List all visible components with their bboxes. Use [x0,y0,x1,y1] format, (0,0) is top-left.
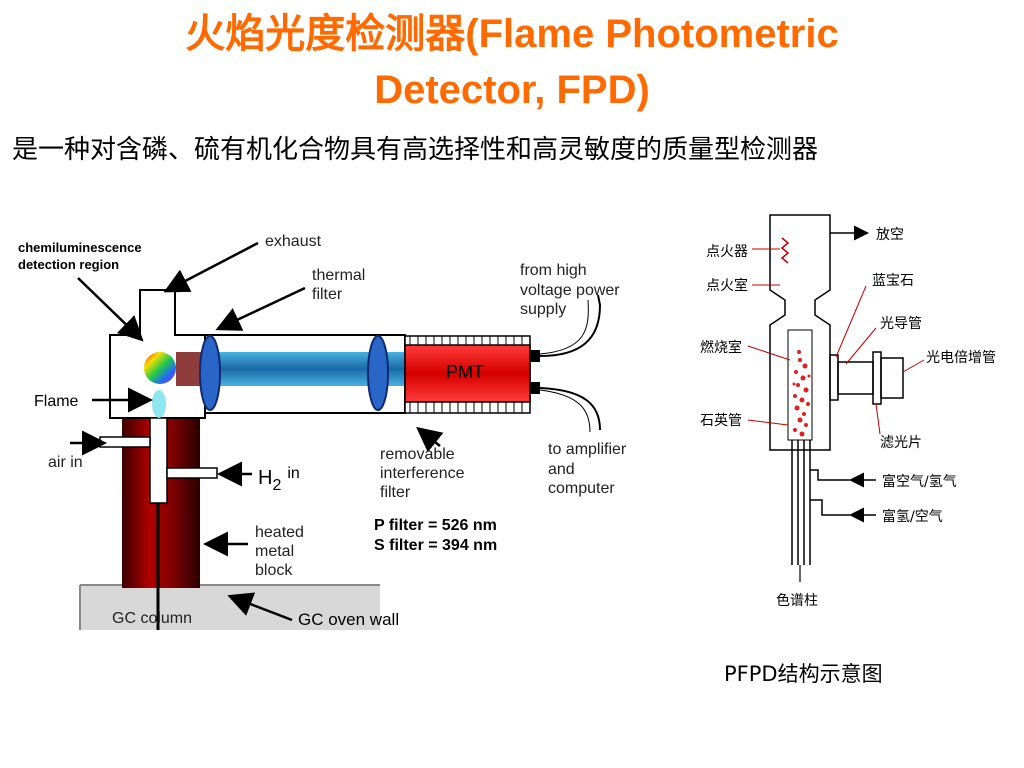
flame-label: Flame [34,393,79,410]
pfpd-column-label: 色谱柱 [776,592,818,609]
amplifier-label-1: to amplifier [548,441,627,458]
slide-title: 火焰光度检测器(Flame Photometric Detector, FPD) [0,6,1024,118]
thermal-filter-label-1: thermal [312,267,365,284]
s-filter-label: S filter = 394 nm [374,537,497,554]
description-text: 是一种对含磷、硫有机化合物具有高选择性和高灵敏度的质量型检测器 [12,135,819,165]
pmt-label: PMT [446,362,484,382]
pfpd-filter-label: 滤光片 [880,435,922,451]
pfpd-quartz-tube-label: 石英管 [700,412,742,429]
power-supply-label-3: supply [520,301,566,318]
heated-block-label-1: heated [255,524,304,541]
pfpd-flame-dots [792,350,811,437]
flame-shape [152,390,166,418]
heated-block-label-2: metal [255,543,294,560]
heated-block-label-3: block [255,562,293,579]
removable-filter-label-1: removable [380,446,455,463]
pfpd-pmt-label: 光电倍增管 [926,350,996,366]
thermal-filter-label-2: filter [312,286,343,303]
amplifier-label-3: computer [548,480,615,497]
pfpd-h2-rich-label: 富氢/空气 [882,508,943,525]
p-filter-label: P filter = 526 nm [374,517,497,534]
gc-column-label: GC column [112,610,192,627]
pfpd-igniter-label: 点火器 [706,244,748,260]
pfpd-vent-label: 放空 [876,227,904,243]
pfpd-combustion-chamber-label: 燃烧室 [700,339,742,356]
pfpd-caption: PFPD结构示意图 [724,662,883,686]
gc-oven-wall-label: GC oven wall [298,610,399,629]
h2-label: H2in [258,465,300,494]
exhaust-label: exhaust [265,233,322,250]
amplifier-label-2: and [548,461,575,478]
chemiluminescence-label-2: detection region [18,257,119,272]
interference-filter-lens [367,335,389,411]
thermal-filter-lens [199,335,221,411]
title-line-1: 火焰光度检测器(Flame Photometric [185,12,839,56]
pfpd-sapphire-label: 蓝宝石 [872,273,914,289]
chemiluminescence-emission [144,352,176,384]
power-supply-label-2: voltage power [520,282,620,299]
removable-filter-label-3: filter [380,484,411,501]
pfpd-diagram [769,214,904,565]
pfpd-light-guide-label: 光导管 [880,316,922,332]
title-line-2: Detector, FPD) [374,68,650,112]
power-supply-label-1: from high [520,262,587,279]
air-in-label: air in [48,454,83,471]
removable-filter-label-2: interference [380,465,465,482]
pmt-box [404,344,531,403]
pfpd-ignition-chamber-label: 点火室 [706,277,748,294]
chemiluminescence-label-1: chemiluminescence [18,240,142,255]
pfpd-air-rich-label: 富空气/氢气 [882,473,957,490]
